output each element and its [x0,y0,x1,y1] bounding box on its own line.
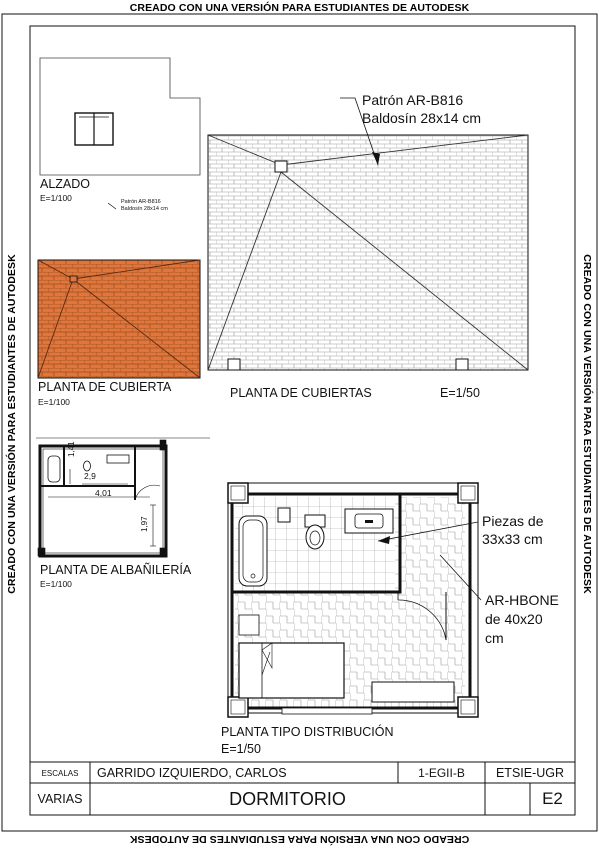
outer-frame [1,13,598,832]
title-block [30,761,575,815]
sheet-number: E2 [542,789,563,808]
cubierta-scale: E=1/100 [38,397,70,407]
distribucion-note2-line2: de 40x20 [485,611,543,627]
planta-cubierta-drawing [37,259,201,379]
school-name: ETSIE-UGR [495,766,565,780]
albanileria-title: PLANTA DE ALBAÑILERÍA [40,563,192,577]
planta-distribucion-drawing [227,482,482,718]
watermark-top: CREADO CON UNA VERSIÓN PARA ESTUDIANTES … [129,2,470,14]
group-code: 1-EGII-B [418,766,465,780]
planta-albanileria-drawing [36,437,210,558]
distribucion-note2-line1: AR-HBONE [485,592,559,608]
distribucion-scale: E=1/50 [221,742,261,756]
dim-2-9: 2,9 [84,471,96,481]
dim-1-41: 1,41 [67,441,76,457]
distribucion-note1-line1: Piezas de [482,513,544,529]
distribucion-title: PLANTA TIPO DISTRIBUCIÓN [221,725,394,739]
cubiertas-callout-line1: Patrón AR-B816 [362,92,464,108]
cubiertas-callout-line2: Baldosín 28x14 cm [362,110,482,126]
alzado-note-line1: Patrón AR-B816 [121,199,161,205]
inner-frame [29,25,576,816]
alzado-title: ALZADO [40,177,91,191]
dim-4-01: 4,01 [95,488,112,498]
drawing-title: DORMITORIO [229,788,346,809]
cubiertas-title: PLANTA DE CUBIERTAS [230,386,372,400]
planta-cubiertas-drawing [207,97,529,371]
escalas-label: ESCALAS [41,768,79,778]
cubierta-title: PLANTA DE CUBIERTA [38,380,172,394]
albanileria-scale: E=1/100 [40,579,72,589]
cubiertas-scale: E=1/50 [440,386,480,400]
author-name: GARRIDO IZQUIERDO, CARLOS [97,766,287,780]
distribucion-note2-line3: cm [485,630,504,646]
distribucion-note1-line2: 33x33 cm [482,531,543,547]
alzado-drawing [39,57,201,210]
alzado-scale: E=1/100 [40,193,72,203]
escalas-value: VARIAS [37,792,83,806]
alzado-note-line2: Baldosín 28x14 cm [121,206,168,212]
dim-1-97: 1,97 [140,516,149,532]
